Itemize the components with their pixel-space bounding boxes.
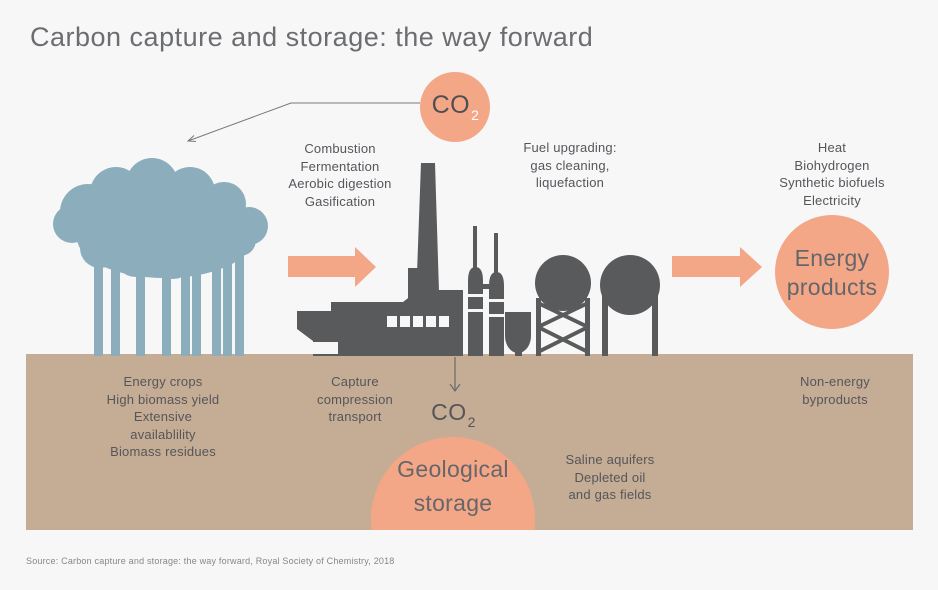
source-note: Source: Carbon capture and storage: the … [26, 556, 395, 566]
co2-down-arrow-icon [449, 357, 461, 393]
label-biomass-source: Energy crops High biomass yield Extensiv… [106, 374, 220, 459]
biomass-trees-icon [53, 158, 268, 356]
processing-plant-icon [297, 163, 660, 356]
label-capture-chain: Capture compression transport [317, 374, 393, 424]
co2-bottom-label: CO2 [418, 399, 488, 430]
label-storage-sites: Saline aquifers Depleted oil and gas fie… [565, 452, 655, 502]
label-geological-storage: Geological storage [397, 456, 509, 516]
flow-arrow-right-icon [672, 247, 762, 287]
co2-connector-arrow-icon [186, 102, 420, 142]
co2-bottom-main: CO [431, 399, 467, 425]
co2-bottom-subscript: 2 [467, 414, 476, 430]
label-conversion-processes: Combustion Fermentation Aerobic digestio… [288, 141, 392, 209]
flow-arrow-left-icon [288, 247, 376, 287]
geological-storage-circle [371, 437, 535, 530]
co2-circle [420, 72, 490, 142]
co2-top-label: CO2 [420, 91, 490, 123]
co2-top-main: CO [431, 91, 471, 119]
label-energy-products: Energy products [786, 245, 878, 300]
label-byproducts: Non-energy byproducts [800, 374, 870, 407]
label-energy-outputs: Heat Biohydrogen Synthetic biofuels Elec… [779, 140, 885, 208]
co2-top-subscript: 2 [471, 107, 480, 123]
energy-products-circle [775, 215, 889, 329]
label-fuel-upgrading: Fuel upgrading: gas cleaning, liquefacti… [523, 140, 617, 190]
page-title: Carbon capture and storage: the way forw… [30, 22, 594, 52]
